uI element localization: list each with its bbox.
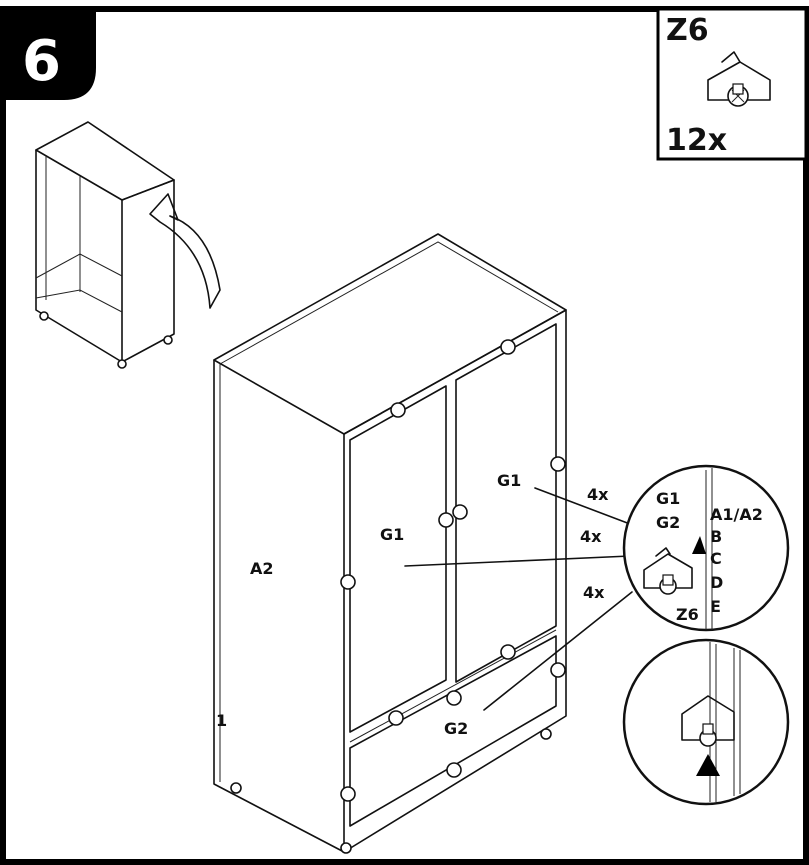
rotate-arrow-icon — [149, 193, 221, 309]
qty-label-2: 4x — [580, 527, 602, 546]
arrow-icon — [692, 536, 706, 554]
wardrobe-main — [213, 233, 567, 854]
leader-line-3 — [483, 591, 633, 711]
detail-panel-b: B — [710, 527, 722, 546]
detail-circle-connector: G1 G2 A1/A2 B C D E Z6 — [622, 464, 790, 632]
label-door-right: G1 — [497, 471, 521, 490]
leader-line-1 — [534, 487, 631, 525]
qty-label-3: 4x — [583, 583, 605, 602]
detail-panel-d: D — [710, 573, 723, 592]
label-drawer-front: G2 — [444, 719, 468, 738]
detail-hardware-label: Z6 — [676, 605, 699, 624]
wardrobe-back-preview — [35, 121, 175, 369]
hardware-box: Z6 12x — [656, 7, 808, 161]
detail-panel-a1a2: A1/A2 — [710, 505, 763, 524]
connector-icon — [707, 51, 771, 107]
page-frame — [0, 6, 809, 865]
step-number: 6 — [22, 29, 61, 94]
detail-door-label-g1: G1 — [656, 489, 680, 508]
connector-icon — [681, 695, 735, 747]
label-door-left: G1 — [380, 525, 404, 544]
hardware-code: Z6 — [666, 13, 709, 48]
step-badge — [0, 6, 96, 100]
connector-icon — [643, 547, 693, 595]
qty-label-1: 4x — [587, 485, 609, 504]
detail-panel-e: E — [710, 597, 721, 616]
arrow-up-icon — [696, 754, 720, 776]
hardware-quantity: 12x — [666, 123, 727, 158]
leader-line-2 — [404, 555, 631, 567]
detail-door-label-g2: G2 — [656, 513, 680, 532]
label-mark: 1 — [216, 711, 227, 730]
label-side-panel: A2 — [250, 559, 274, 578]
detail-panel-c: C — [710, 549, 722, 568]
detail-circle-installed — [622, 638, 790, 806]
